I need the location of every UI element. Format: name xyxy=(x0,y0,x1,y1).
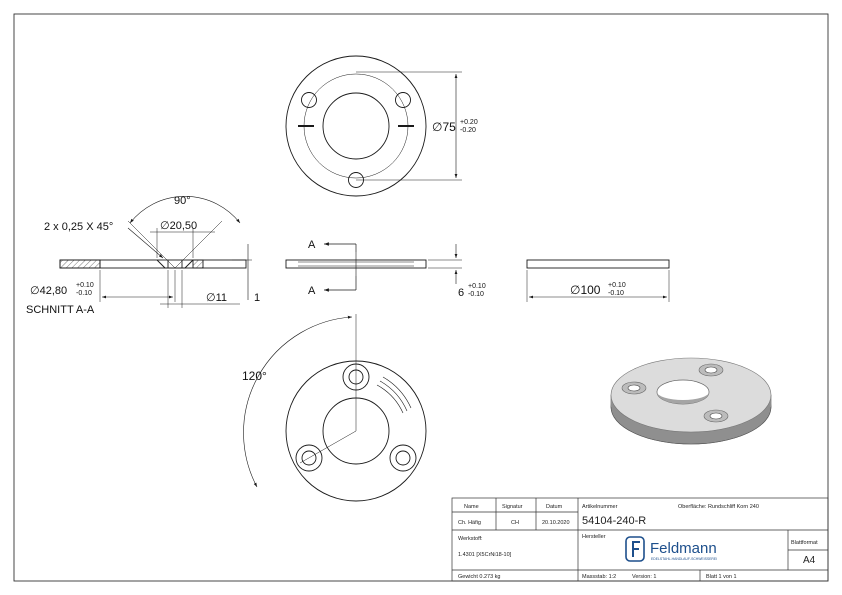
tb-article-label: Artikelnummer xyxy=(582,504,618,510)
top-tol-plus: +0.20 xyxy=(460,119,478,126)
front-hole-right-outer xyxy=(389,444,417,472)
tb-version: Version: 1 xyxy=(632,574,656,580)
tb-scale: Massstab: 1:2 xyxy=(582,574,616,580)
section-hatch-right xyxy=(192,259,204,269)
title-block xyxy=(451,497,829,582)
title-block-frame xyxy=(451,497,829,582)
side-thickness-tol-plus: +0.10 xyxy=(468,283,486,290)
tb-head-name: Name xyxy=(464,504,479,510)
side-thickness-tol-minus: -0.10 xyxy=(468,291,484,298)
tb-sheet-format-label: Blattformat xyxy=(791,540,818,546)
tb-sheet: Blatt 1 von 1 xyxy=(706,574,737,580)
section-caption: SCHNITT A-A xyxy=(26,304,95,316)
front-grind-mark-3 xyxy=(382,376,412,409)
top-diameter-label: ∅75 xyxy=(432,120,456,134)
section-angle-leg-right xyxy=(174,220,223,269)
section-view xyxy=(59,196,252,308)
side-cut-marker-bottom: A xyxy=(308,285,316,297)
tb-weight: Gewicht 0.273 kg xyxy=(458,574,501,580)
top-view xyxy=(285,55,462,197)
iso-hole-right xyxy=(709,412,723,420)
edge-outer-diameter-label: ∅100 xyxy=(570,283,601,297)
tb-drawer-name: Ch. Häfig xyxy=(458,520,481,526)
tb-drawer-signature: CH xyxy=(511,520,519,526)
section-depth-label: 1 xyxy=(254,292,260,304)
edge-tol-plus: +0.10 xyxy=(608,282,626,289)
isometric-plate xyxy=(610,357,772,445)
section-hatch-left xyxy=(59,259,101,269)
side-cut-marker-top: A xyxy=(308,239,316,251)
top-center-bore xyxy=(322,92,390,160)
top-tol-minus: -0.20 xyxy=(460,127,476,134)
section-plate-body xyxy=(59,259,247,269)
edge-plate xyxy=(526,259,670,269)
front-hole-right-inner xyxy=(395,450,411,466)
section-angle-leg-left xyxy=(127,220,176,269)
iso-bore-wall xyxy=(657,392,709,404)
top-pitch-circle xyxy=(303,73,409,179)
edge-tol-minus: -0.10 xyxy=(608,290,624,297)
iso-hole-top xyxy=(704,366,718,374)
tb-head-date: Datum xyxy=(546,504,563,510)
front-angle-arc xyxy=(243,315,353,488)
section-hole-diameter-label: ∅11 xyxy=(206,292,227,304)
front-grind-mark-2 xyxy=(379,380,408,412)
section-angle-label: 90° xyxy=(174,195,191,207)
tb-sheet-format: A4 xyxy=(803,555,816,566)
section-countersink xyxy=(156,259,194,269)
front-grind-mark-1 xyxy=(376,384,404,414)
section-angle-arc xyxy=(129,196,241,224)
tb-brand-name: Feldmann xyxy=(650,540,717,557)
top-outer-circle xyxy=(285,55,427,197)
tb-article-number: 54104-240-R xyxy=(582,515,646,527)
tb-material-value: 1.4301 [X5CrNi18-10] xyxy=(458,552,512,558)
title-block-text: Name Signatur Datum Ch. Häfig CH 20.10.2… xyxy=(458,504,818,580)
tb-surface: Oberfläche: Rundschliff Korn 240 xyxy=(678,504,759,510)
top-hole-right xyxy=(395,92,411,108)
iso-hole-left xyxy=(627,384,641,392)
tb-drawer-date: 20.10.2020 xyxy=(542,520,570,526)
top-hole-left xyxy=(301,92,317,108)
section-chamfer-leader xyxy=(127,227,164,259)
section-pitch-tol-plus: +0.10 xyxy=(76,282,94,289)
brand-logo-mark xyxy=(625,536,645,562)
tb-material-label: Werkstoff: xyxy=(458,536,483,542)
front-angle-label: 120° xyxy=(242,369,267,383)
tb-manufacturer-label: Hersteller xyxy=(582,534,606,540)
tb-brand-tagline: EDELSTAHL-HANDLAUF-SCHWEISSEREI xyxy=(651,557,717,561)
side-view xyxy=(285,242,462,292)
edge-view xyxy=(526,259,670,302)
front-view xyxy=(243,314,427,502)
section-pitch-diameter-label: ∅42,80 xyxy=(30,285,67,297)
tb-head-signature: Signatur xyxy=(502,504,523,510)
drawing-frame xyxy=(13,13,829,582)
front-centerline-diagonal xyxy=(299,430,357,464)
section-inner-diameter-label: ∅20,50 xyxy=(160,220,197,232)
side-thickness-label: 6 xyxy=(458,287,464,299)
brand-logo-letter xyxy=(632,541,640,557)
section-pitch-tol-minus: -0.10 xyxy=(76,290,92,297)
section-chamfer-label: 2 x 0,25 X 45° xyxy=(44,221,113,233)
